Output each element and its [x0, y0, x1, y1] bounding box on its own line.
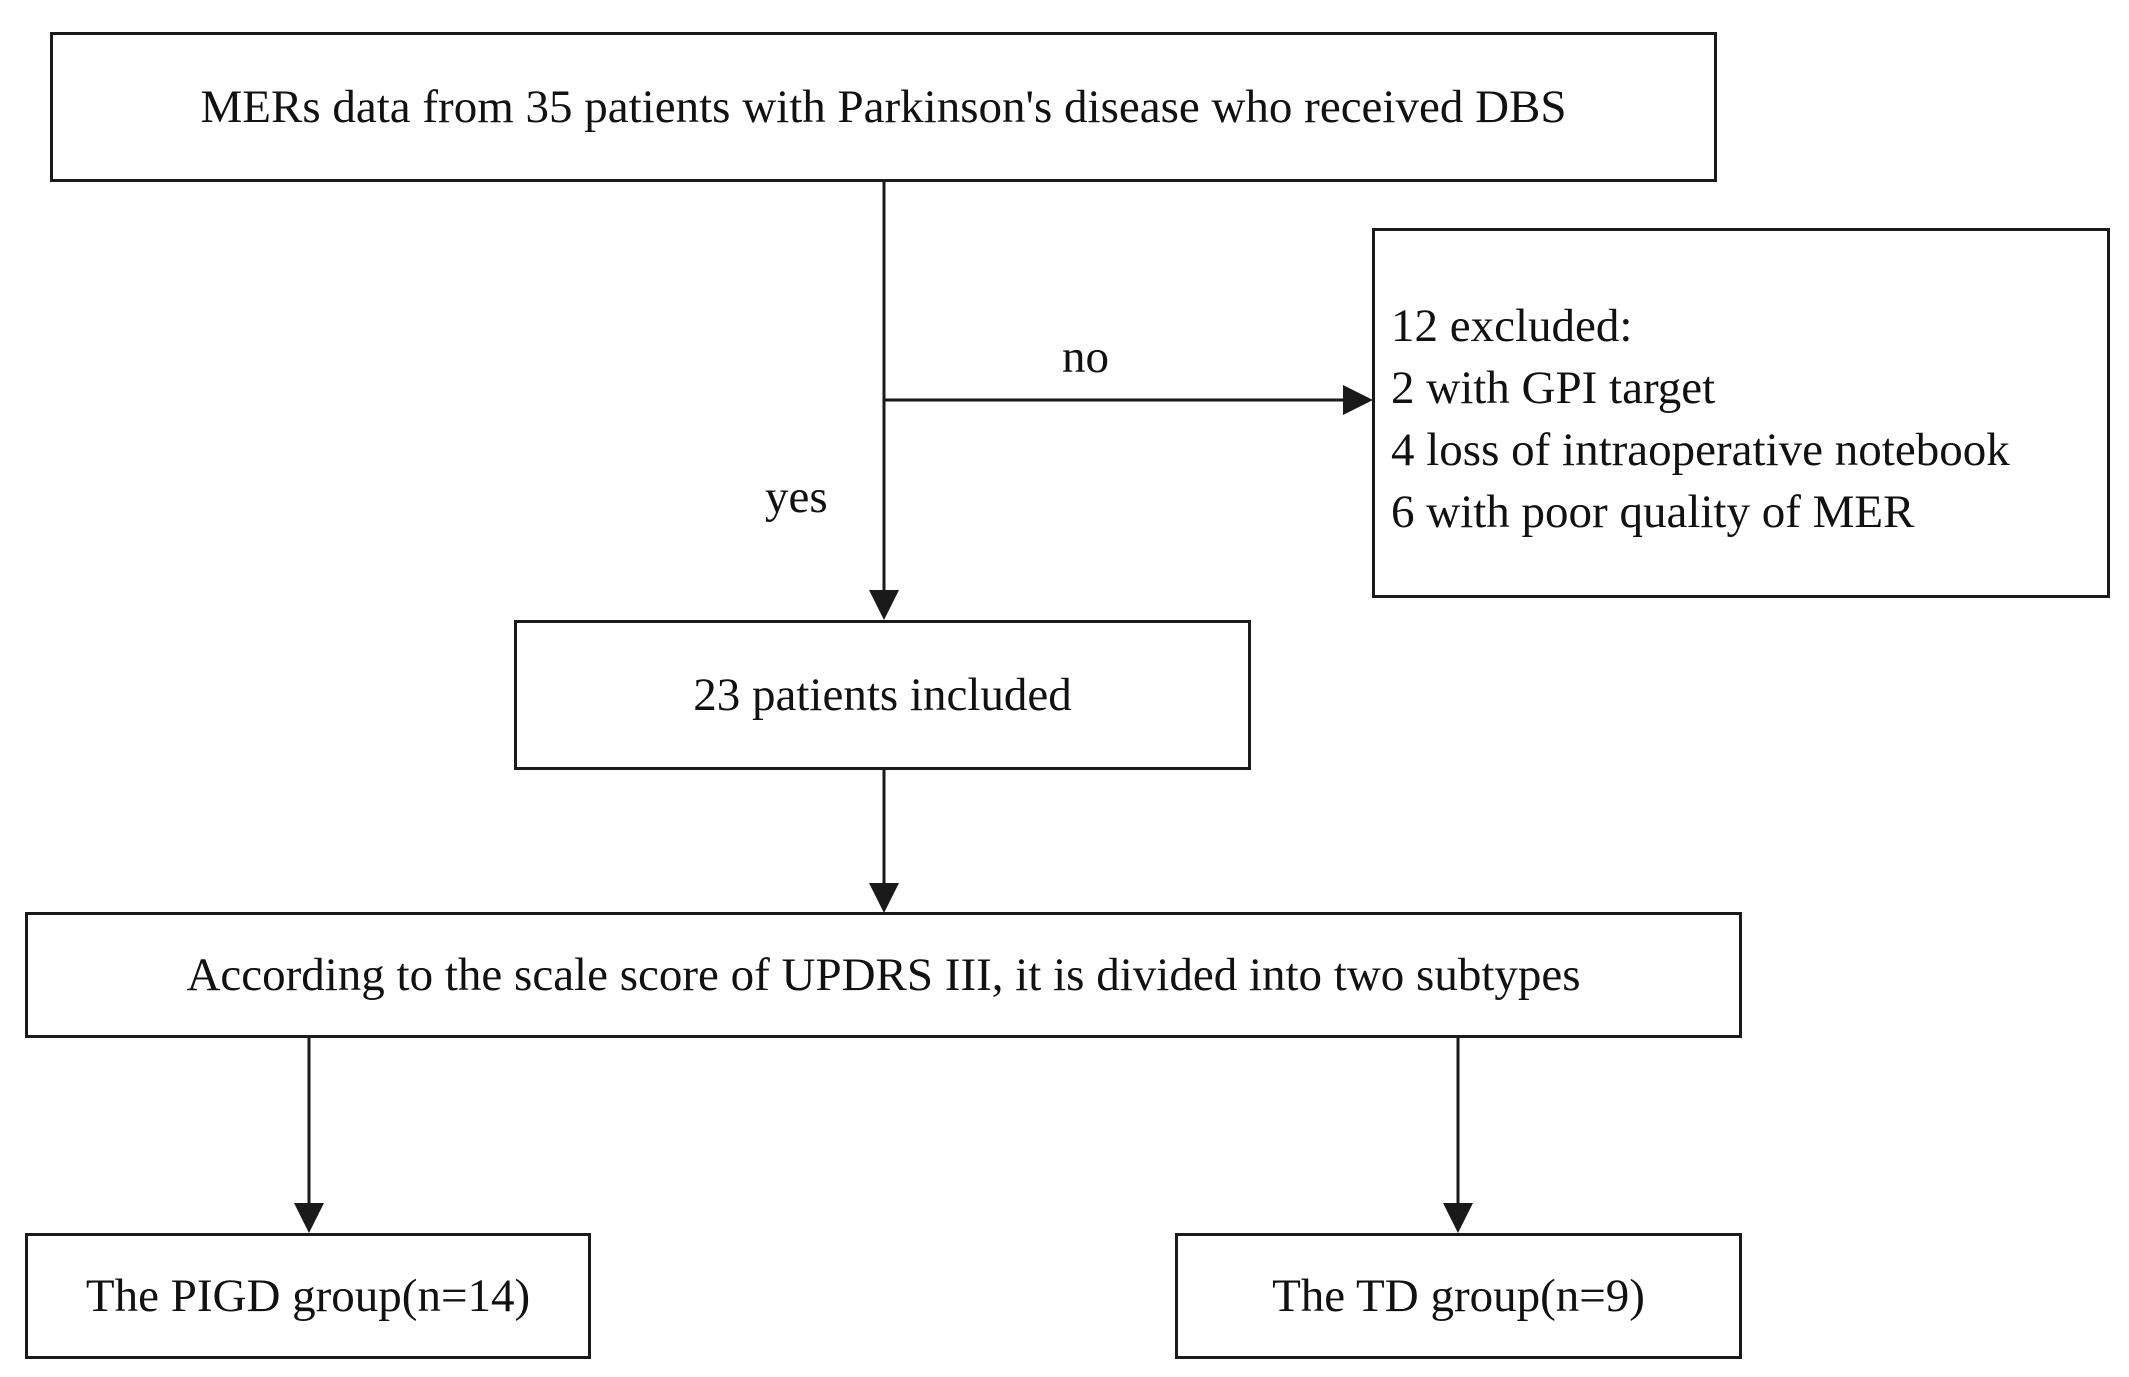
node-included-label: 23 patients included: [693, 668, 1072, 721]
node-pigd-label: The PIGD group(n=14): [85, 1269, 531, 1322]
node-included: 23 patients included: [514, 620, 1251, 770]
node-divided: According to the scale score of UPDRS II…: [25, 912, 1742, 1038]
node-td: The TD group(n=9): [1175, 1233, 1742, 1359]
excluded-line-4: 6 with poor quality of MER: [1391, 486, 1915, 538]
excluded-line-2: 2 with GPI target: [1391, 362, 1716, 414]
edge-label-no: no: [1062, 331, 1109, 383]
node-divided-label: According to the scale score of UPDRS II…: [186, 948, 1581, 1001]
edge-label-yes: yes: [765, 471, 828, 523]
node-source-label: MERs data from 35 patients with Parkinso…: [200, 80, 1567, 133]
node-excluded: 12 excluded: 2 with GPI target 4 loss of…: [1372, 228, 2110, 598]
node-pigd: The PIGD group(n=14): [25, 1233, 591, 1359]
node-td-label: The TD group(n=9): [1272, 1269, 1645, 1322]
excluded-line-3: 4 loss of intraoperative notebook: [1391, 424, 2010, 476]
excluded-line-1: 12 excluded:: [1391, 300, 1633, 352]
node-source: MERs data from 35 patients with Parkinso…: [50, 32, 1717, 182]
